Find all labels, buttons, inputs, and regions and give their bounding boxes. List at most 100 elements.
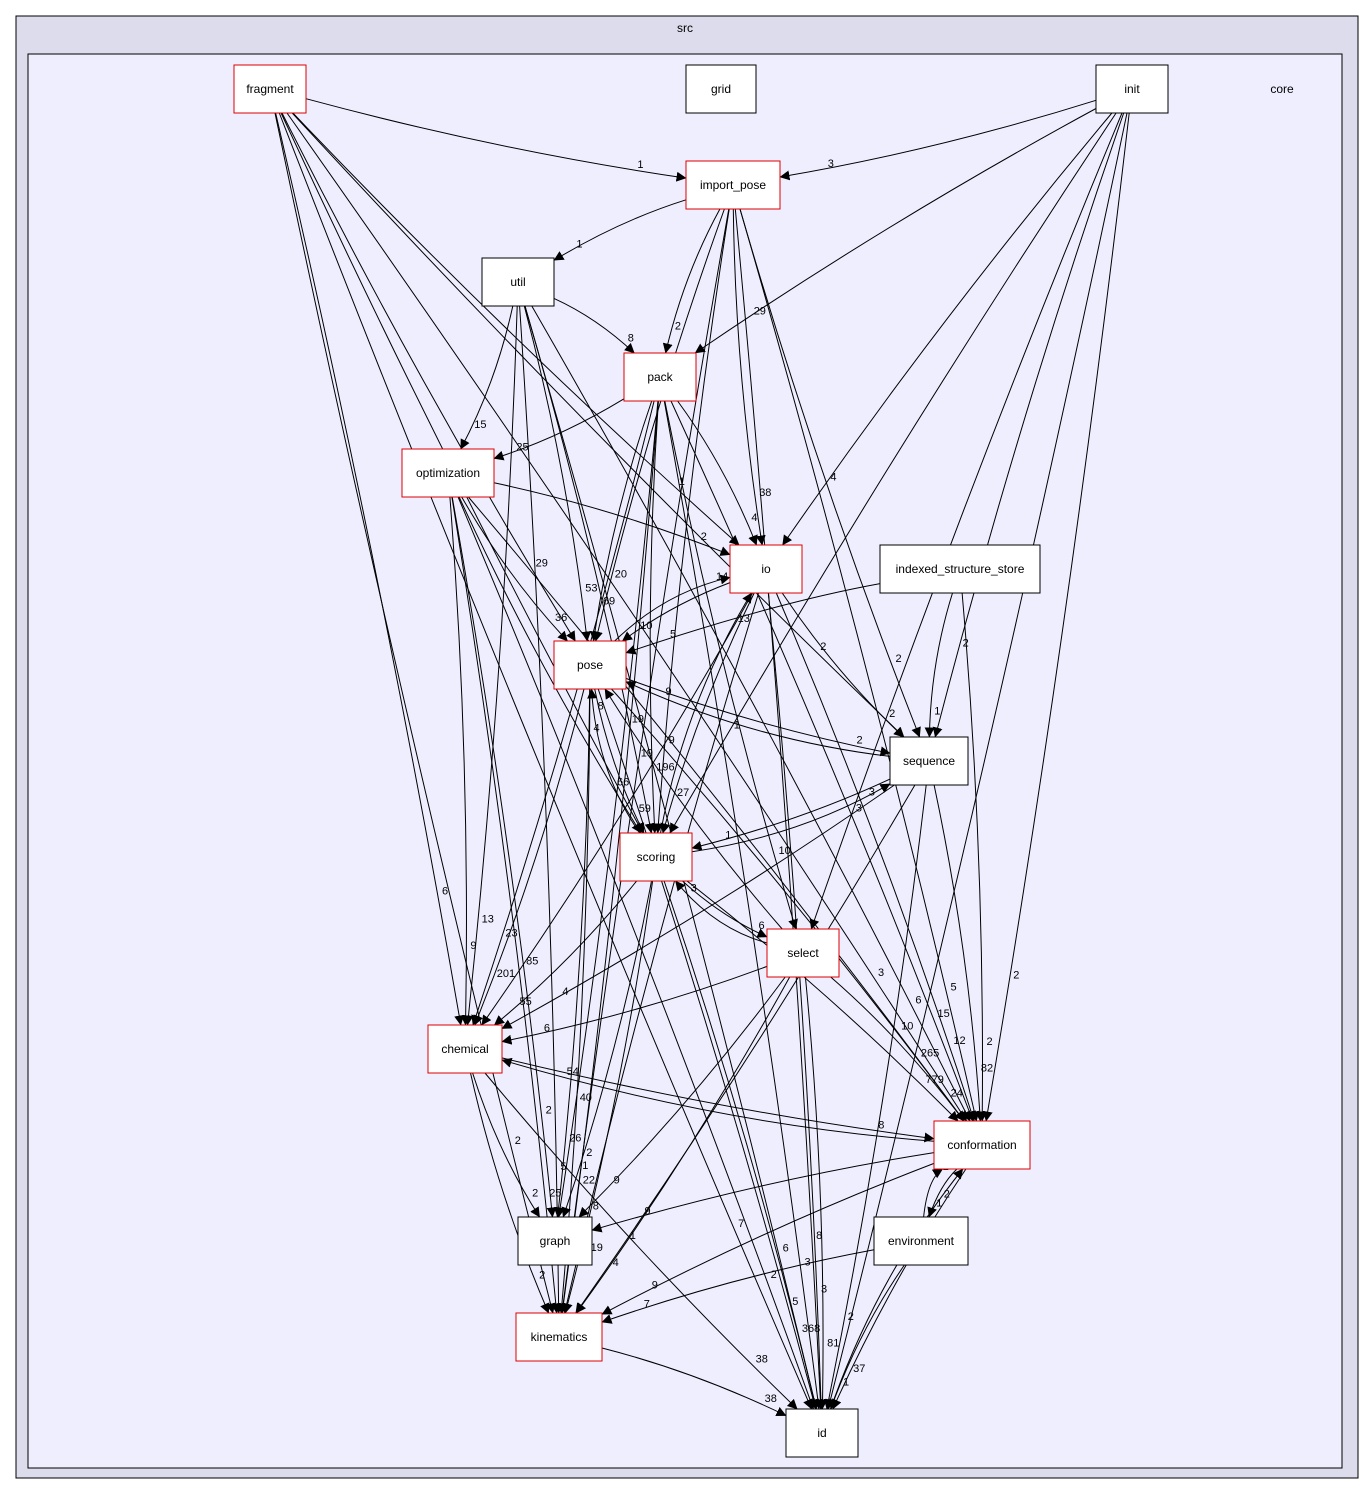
node-chemical[interactable]: chemical [427,1024,503,1074]
edge-label-optimization-to-chemical: 9 [470,940,476,952]
edge-label-import_pose-to-util: 1 [576,239,582,251]
edge-io-to-id [767,592,826,1410]
edge-label-scoring-to-conformation: 779 [926,1074,944,1086]
edge-label-util-to-pose: 53 [585,583,597,595]
edge-select-to-kinematics [575,976,791,1314]
edge-label-init-to-conformation: 2 [1013,969,1019,981]
node-box-id[interactable] [785,1408,859,1458]
edge-label-import_pose-to-pack: 2 [675,321,681,333]
node-init[interactable]: init [1095,64,1169,114]
edge-environment-to-kinematics [601,1249,875,1324]
node-box-graph[interactable] [517,1216,593,1266]
outer-cluster-label: src [677,21,693,35]
node-box-conformation[interactable] [933,1120,1031,1170]
edge-import_pose-to-util [553,199,687,261]
node-fragment[interactable]: fragment [233,64,307,114]
edge-label-init-to-sequence: 2 [963,638,969,650]
edge-label-util-to-kinematics: 5 [560,1161,566,1173]
edge-label-scoring-to-sequence: 3 [869,787,875,799]
edge-optimization-to-scoring [458,496,642,834]
edge-import_pose-to-pack [662,208,721,354]
node-box-init[interactable] [1095,64,1169,114]
edge-label-init-to-io: 4 [830,472,836,484]
node-pose[interactable]: pose [553,640,627,690]
node-box-fragment[interactable] [233,64,307,114]
node-graph[interactable]: graph [517,1216,593,1266]
node-scoring[interactable]: scoring [619,832,693,882]
node-indexed-structure-store[interactable]: indexed_structure_store [879,544,1041,594]
node-box-import-pose[interactable] [685,160,781,210]
edge-label-optimization-to-id: 2 [771,1269,777,1281]
edge-label-scoring-to-pose: 8 [598,700,604,712]
edge-label-init-to-scoring: 1 [734,719,740,731]
node-box-grid[interactable] [685,64,757,114]
node-box-select[interactable] [766,928,840,978]
node-box-scoring[interactable] [619,832,693,882]
node-box-chemical[interactable] [427,1024,503,1074]
edge-optimization-to-pose [461,496,568,642]
node-io[interactable]: io [729,544,803,594]
node-box-indexed-structure-store[interactable] [879,544,1041,594]
edge-label-chemical-to-id: 38 [756,1353,768,1365]
node-select[interactable]: select [766,928,840,978]
node-optimization[interactable]: optimization [401,448,495,498]
edge-fragment-to-sequence [291,112,905,738]
edge-util-to-chemical [463,305,518,1026]
edge-util-to-pose [523,305,592,642]
node-conformation[interactable]: conformation [933,1120,1031,1170]
edge-io-to-sequence [781,592,904,738]
edge-label-optimization-to-conformation: 10 [901,1021,913,1033]
edge-optimization-to-graph [451,496,557,1218]
edge-label-io-to-id: 3 [821,1284,827,1296]
edge-label-pack-to-chemical: 23 [505,928,517,940]
edge-pack-to-kinematics [558,400,659,1314]
edge-label-init-to-select: 3 [856,803,862,815]
node-box-pose[interactable] [553,640,627,690]
edge-label-import_pose-to-sequence: 2 [896,653,902,665]
node-grid[interactable]: grid [685,64,757,114]
node-pack[interactable]: pack [623,352,697,402]
node-label-select: select [787,946,819,960]
edge-labels-layer: 1129246327329423212123820925288155319136… [442,158,1019,1405]
edge-label-util-to-scoring: 19 [641,747,653,759]
edge-label-optimization-to-kinematics: 25 [549,1187,561,1199]
edge-label-io-to-pose: 10 [640,620,652,632]
node-util[interactable]: util [481,257,555,307]
edge-label-optimization-to-scoring: 66 [617,777,629,789]
edge-label-sequence-to-chemical: 4 [562,986,568,998]
edges-layer [274,98,1130,1417]
node-box-optimization[interactable] [401,448,495,498]
edge-label-pose-to-graph: 26 [569,1132,581,1144]
edge-label-sequence-to-id: 2 [848,1311,854,1323]
edge-label-scoring-to-id: 368 [802,1323,820,1335]
edge-label-scoring-to-io: 13 [738,613,750,625]
node-id[interactable]: id [785,1408,859,1458]
edge-import_pose-to-conformation [739,208,980,1122]
edge-scoring-to-io [660,592,752,834]
edge-fragment-to-id [278,112,813,1410]
node-import-pose[interactable]: import_pose [685,160,781,210]
node-box-sequence[interactable] [889,736,969,786]
edge-label-sequence-to-scoring: 1 [725,830,731,842]
edge-scoring-to-conformation [686,880,959,1122]
node-box-pack[interactable] [623,352,697,402]
edge-label-scoring-to-chemical: 55 [520,996,532,1008]
node-box-io[interactable] [729,544,803,594]
edge-optimization-to-kinematics [451,496,561,1314]
edge-pack-to-pose [589,400,653,642]
node-label-scoring: scoring [637,850,676,864]
node-box-environment[interactable] [873,1216,969,1266]
edge-label-pack-to-pose: 69 [603,596,615,608]
edge-label-scoring-to-select: 6 [759,920,765,932]
node-environment[interactable]: environment [873,1216,969,1266]
edge-fragment-to-import_pose [305,98,687,182]
edge-label-pack-to-conformation: 15 [938,1008,950,1020]
edge-label-chemical-to-graph: 2 [532,1187,538,1199]
edge-label-pack-to-io: 4 [751,512,757,524]
node-kinematics[interactable]: kinematics [515,1312,603,1362]
edge-optimization-to-io [493,482,731,556]
node-box-util[interactable] [481,257,555,307]
edge-pack-to-io [677,400,758,546]
node-box-kinematics[interactable] [515,1312,603,1362]
node-sequence[interactable]: sequence [889,736,969,786]
